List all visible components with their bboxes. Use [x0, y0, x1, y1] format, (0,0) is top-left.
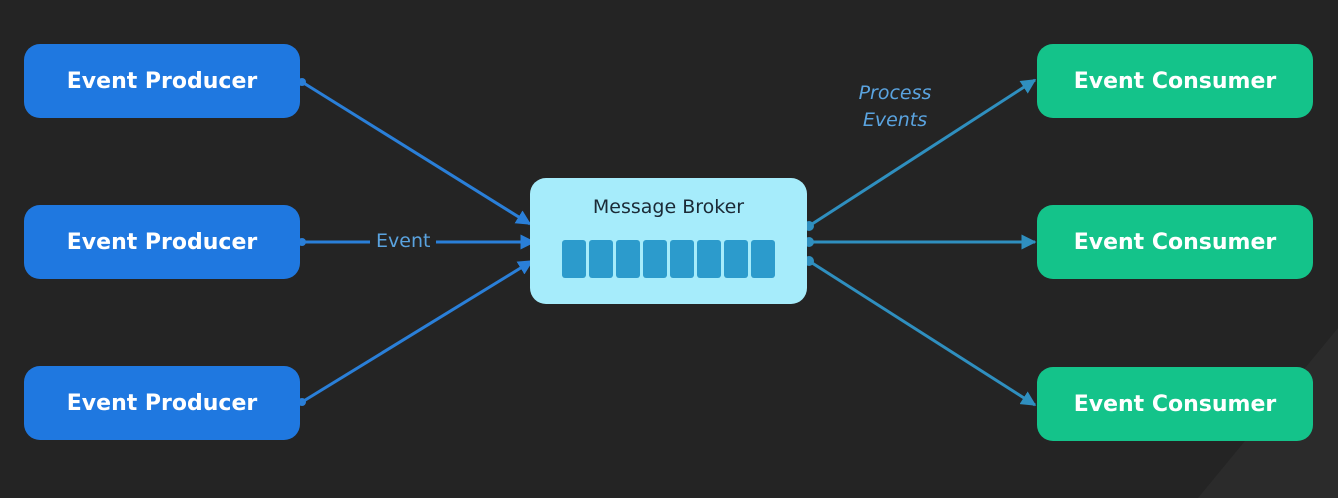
event-producer-3-label: Event Producer — [66, 390, 258, 416]
queue-slot — [724, 240, 748, 278]
queue-slot — [616, 240, 640, 278]
queue-slot — [670, 240, 694, 278]
message-broker-title: Message Broker — [592, 196, 745, 218]
event-consumer-1-label: Event Consumer — [1073, 68, 1277, 94]
queue-slot — [697, 240, 721, 278]
queue-slot — [589, 240, 613, 278]
event-producer-2[interactable]: Event Producer — [24, 205, 300, 279]
process-events-line-1: Process — [858, 82, 932, 104]
queue-slot — [643, 240, 667, 278]
message-queue — [562, 240, 775, 278]
event-producer-1[interactable]: Event Producer — [24, 44, 300, 118]
port-producer-1 — [298, 78, 306, 86]
event-consumer-2-label: Event Consumer — [1073, 229, 1277, 255]
arrow-producer-3-to-broker — [301, 259, 534, 404]
event-producer-2-label: Event Producer — [66, 229, 258, 255]
process-events-label: Process Events — [830, 80, 960, 134]
event-consumer-3-label: Event Consumer — [1073, 391, 1277, 417]
arrow-broker-to-consumer-3 — [808, 259, 1037, 407]
event-producer-3[interactable]: Event Producer — [24, 366, 300, 440]
arrow-producer-1-to-broker — [301, 80, 532, 226]
queue-slot — [562, 240, 586, 278]
event-producer-1-label: Event Producer — [66, 68, 258, 94]
event-consumer-2[interactable]: Event Consumer — [1037, 205, 1313, 279]
port-producer-3 — [298, 398, 306, 406]
arrow-broker-to-consumer-1 — [808, 78, 1037, 228]
port-producer-2 — [298, 238, 306, 246]
event-consumer-3[interactable]: Event Consumer — [1037, 367, 1313, 441]
message-broker[interactable]: Message Broker — [530, 178, 807, 304]
event-edge-label: Event — [370, 230, 437, 252]
queue-slot — [751, 240, 775, 278]
process-events-line-2: Events — [862, 109, 928, 131]
event-consumer-1[interactable]: Event Consumer — [1037, 44, 1313, 118]
